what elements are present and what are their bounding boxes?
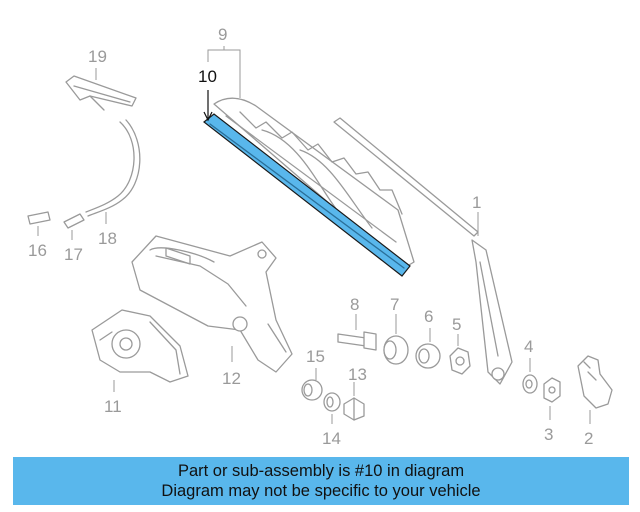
callout-6: 6 xyxy=(424,307,433,326)
callout-9: 9 xyxy=(218,25,227,44)
callout-3: 3 xyxy=(544,425,553,444)
callout-1: 1 xyxy=(472,193,481,212)
callout-11: 11 xyxy=(104,397,122,416)
part-9-wiper-blade xyxy=(213,97,415,269)
callout-5: 5 xyxy=(452,315,461,334)
callout-19: 19 xyxy=(88,47,107,66)
part-6-washer xyxy=(415,343,441,369)
callout-7: 7 xyxy=(390,295,399,314)
callout-2: 2 xyxy=(584,429,593,448)
part-12-linkage xyxy=(131,235,293,373)
callout-16: 16 xyxy=(28,241,47,260)
lead-9 xyxy=(207,49,241,62)
lead-10-arrowhead xyxy=(203,111,213,122)
banner-line-1: Part or sub-assembly is #10 in diagram xyxy=(177,462,465,480)
part-14-grommet xyxy=(323,392,341,412)
info-banner: Part or sub-assembly is #10 in diagram D… xyxy=(13,457,629,505)
callout-18: 18 xyxy=(98,229,117,248)
callout-15: 15 xyxy=(306,347,325,366)
part-19-arm-tip xyxy=(65,75,137,111)
part-2-cap xyxy=(577,355,613,409)
banner-line-2: Diagram may not be specific to your vehi… xyxy=(161,482,481,500)
callout-10: 10 xyxy=(198,67,217,86)
callout-12: 12 xyxy=(222,369,241,388)
part-4-washer xyxy=(522,374,538,394)
part-15-grommet xyxy=(301,379,323,401)
part-5-nut xyxy=(449,347,471,375)
callout-17: 17 xyxy=(64,245,83,264)
callout-13: 13 xyxy=(348,365,367,384)
part-3-nut xyxy=(543,377,561,403)
part-1-wiper-arm xyxy=(333,117,513,385)
part-16-nozzle xyxy=(27,211,51,225)
part-13-bolt xyxy=(343,397,365,421)
part-17-connector xyxy=(63,213,85,229)
callout-4: 4 xyxy=(524,337,533,356)
part-8-pivot-bolt xyxy=(337,331,377,351)
part-7-bushing xyxy=(383,335,409,365)
callout-14: 14 xyxy=(322,429,341,448)
parts-diagram: 19 18 16 17 9 10 1 xyxy=(27,25,613,448)
part-10-blade-insert xyxy=(203,113,411,277)
part-11-wiper-motor xyxy=(91,309,189,383)
callout-8: 8 xyxy=(350,295,359,314)
part-18-washer-hose xyxy=(85,119,141,217)
